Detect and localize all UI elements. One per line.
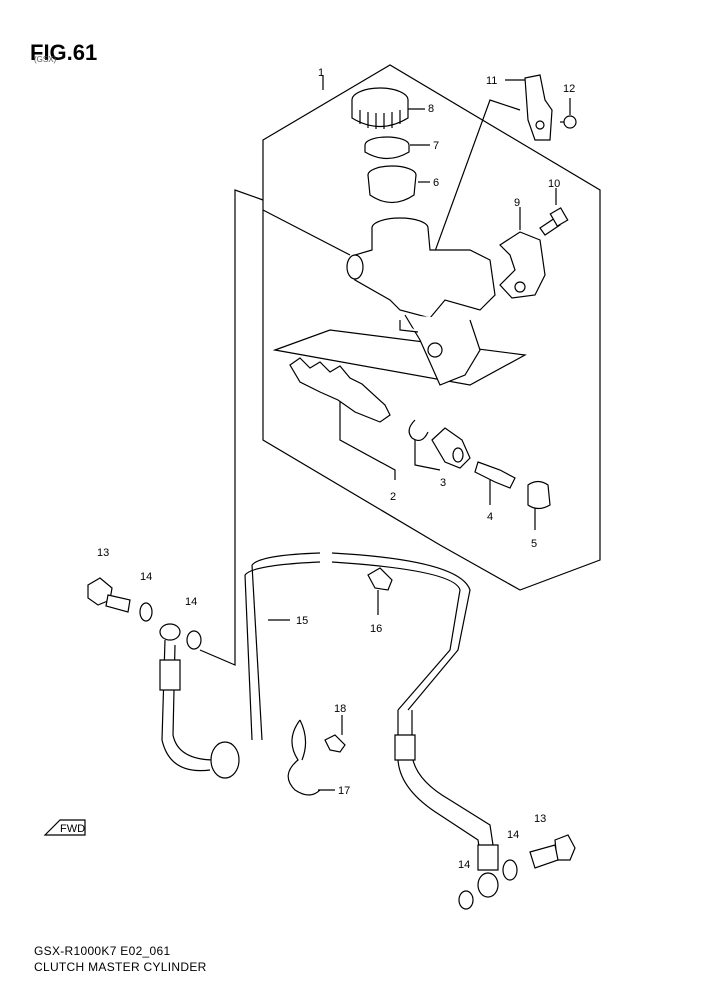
callout: 16 — [370, 623, 382, 635]
callout: 10 — [548, 178, 560, 190]
callout: 5 — [531, 538, 537, 550]
circlip — [408, 419, 429, 442]
callout: 18 — [334, 703, 346, 715]
figure-title: FIG.61 — [30, 40, 98, 65]
kit-outline — [272, 329, 527, 386]
guide-line — [199, 189, 264, 666]
plate — [364, 136, 410, 160]
bolt-18 — [324, 734, 346, 753]
screw-12 — [560, 115, 577, 129]
callout: 14 — [507, 829, 519, 841]
reservoir-cap — [351, 87, 409, 129]
model-code: GSX-R1000K7 E02_061 — [34, 944, 171, 958]
boot — [431, 427, 471, 469]
figure-subtitle: (GSX) — [34, 55, 57, 64]
fwd-arrow-icon: FWD — [43, 819, 86, 836]
clutch-hose — [161, 552, 497, 866]
hose-clamp — [367, 567, 393, 591]
callout: 14 — [185, 596, 197, 608]
diaphragm — [367, 165, 417, 204]
bolt-10 — [539, 207, 569, 236]
union-bolt-upper — [87, 577, 131, 613]
callout: 8 — [428, 103, 434, 115]
callout: 2 — [390, 491, 396, 503]
callout: 13 — [97, 547, 109, 559]
callout: 14 — [458, 859, 470, 871]
callout: 1 — [318, 67, 324, 79]
callouts: 1 2 3 4 5 6 7 8 9 10 11 12 13 14 14 15 1… — [97, 67, 575, 871]
callout: 7 — [433, 140, 439, 152]
cap-5 — [527, 480, 551, 510]
callout: 6 — [433, 177, 439, 189]
union-bolt-lower — [529, 834, 576, 869]
callout: 11 — [486, 75, 497, 87]
callout: 3 — [440, 477, 446, 489]
push-rod — [474, 461, 516, 489]
piston-assembly — [289, 357, 391, 423]
diagram-name: CLUTCH MASTER CYLINDER — [34, 960, 207, 974]
bracket — [524, 74, 553, 141]
hose-fitting-lower — [394, 734, 499, 898]
callout: 4 — [487, 511, 493, 523]
gasket — [139, 602, 518, 910]
callout: 17 — [338, 785, 350, 797]
clamp-holder — [499, 231, 546, 299]
callout: 14 — [140, 571, 152, 583]
callout: 12 — [563, 83, 575, 95]
clip — [287, 719, 321, 796]
callout: 13 — [534, 813, 546, 825]
fwd-label: FWD — [60, 823, 85, 835]
callout: 15 — [296, 615, 308, 627]
assembly-outline — [262, 64, 601, 591]
callout: 9 — [514, 197, 520, 209]
master-cylinder-body — [346, 217, 496, 386]
hose-fitting-upper — [159, 623, 240, 779]
